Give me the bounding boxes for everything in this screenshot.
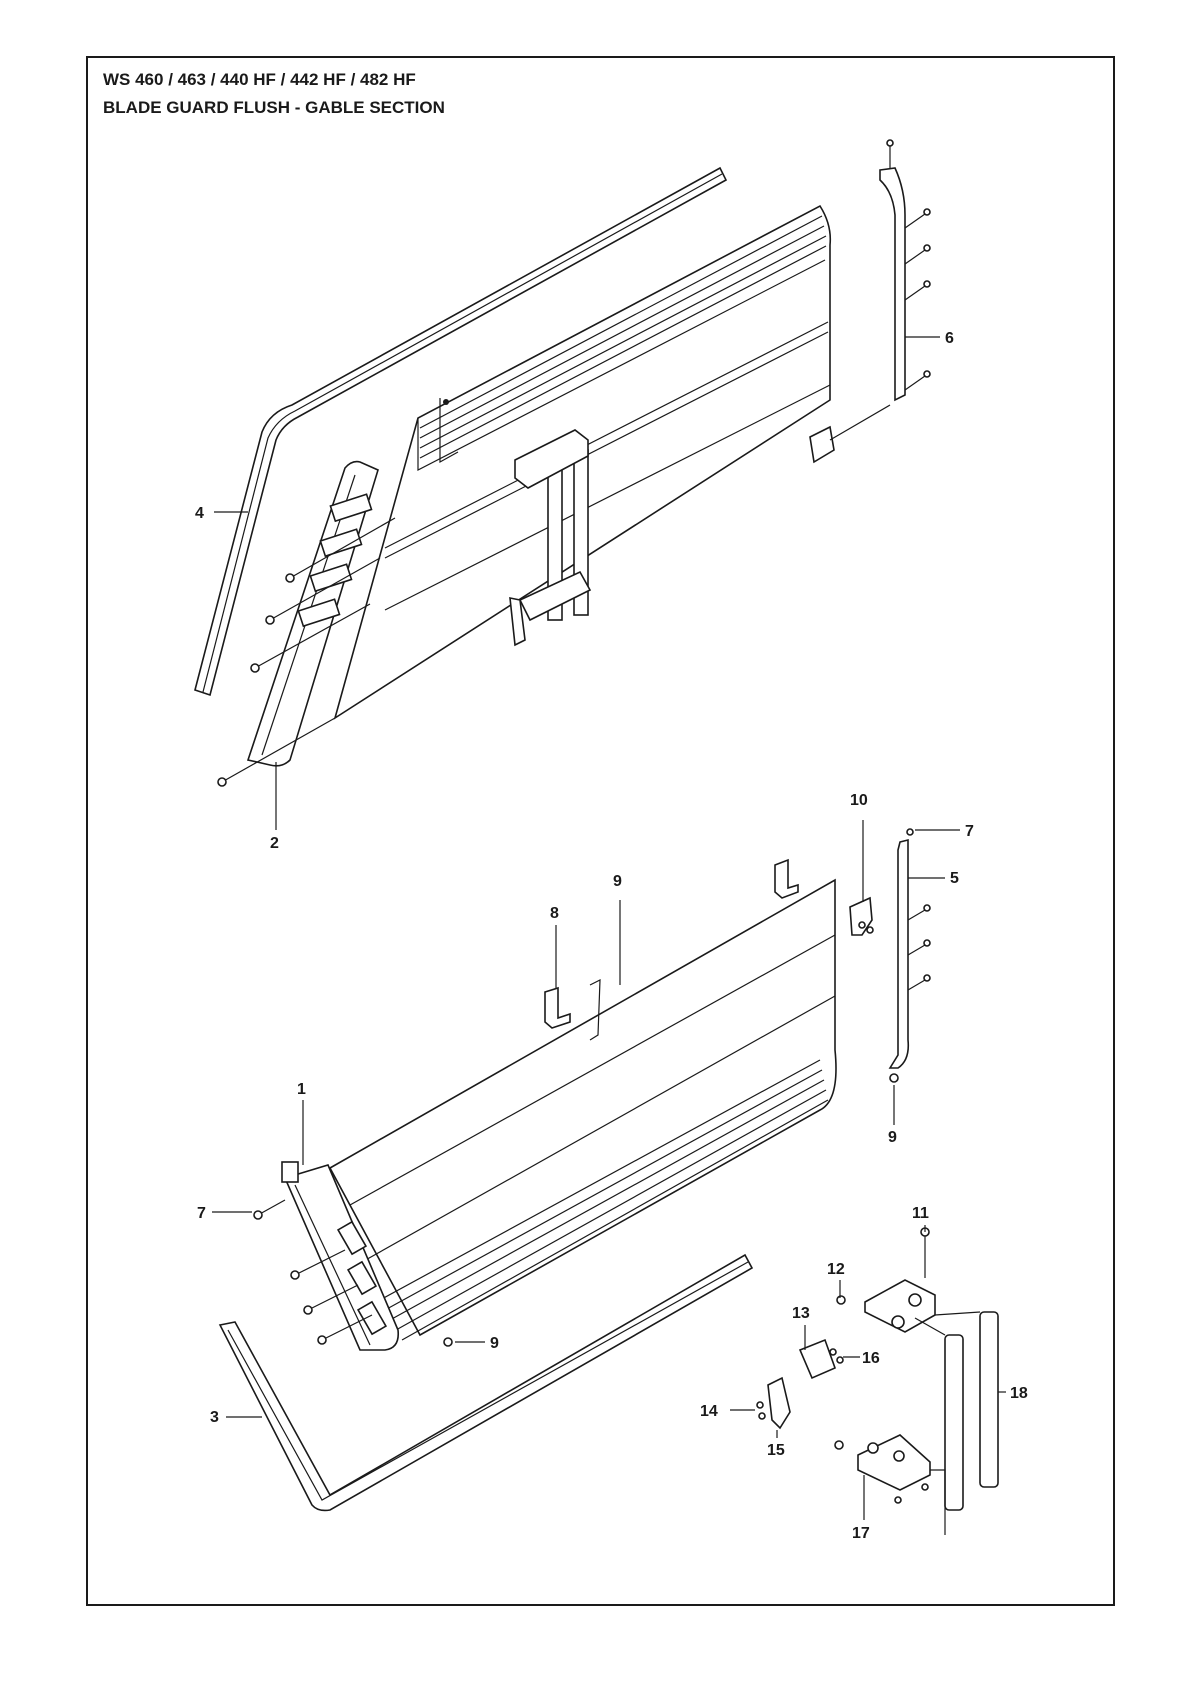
vertical-strip-part-6 <box>829 139 931 441</box>
callout-17: 17 <box>852 1525 870 1542</box>
pins-part-18 <box>914 1311 999 1511</box>
bracket-lower-upper-right <box>774 858 799 899</box>
vertical-strip-part-5 <box>888 828 931 1083</box>
hinge-plate-part-10 <box>849 896 874 936</box>
hinge-top-part-12 <box>836 1279 936 1333</box>
latch-part-15 <box>756 1376 791 1430</box>
screws-lower-left <box>253 1199 453 1347</box>
screws-upper-left <box>217 517 396 787</box>
callout-13: 13 <box>792 1305 810 1322</box>
callout-5: 5 <box>950 870 959 887</box>
callout-2: 2 <box>270 835 279 852</box>
latch-plate-part-13 <box>798 1338 844 1380</box>
end-cap-part-1 <box>281 1161 400 1351</box>
callout-6: 6 <box>945 330 954 347</box>
callout-8: 8 <box>550 905 559 922</box>
callout-9-right: 9 <box>888 1129 897 1146</box>
lower-guard-panel <box>328 878 837 1341</box>
callout-1: 1 <box>297 1081 306 1098</box>
section-title: BLADE GUARD FLUSH - GABLE SECTION <box>103 98 445 117</box>
screw-part-11 <box>920 1227 930 1278</box>
hinge-bottom-part-17 <box>834 1434 946 1535</box>
callout-10: 10 <box>850 792 868 809</box>
callout-12: 12 <box>827 1261 845 1278</box>
callout-7-lower: 7 <box>197 1205 206 1222</box>
callout-3: 3 <box>210 1409 219 1426</box>
callout-9-lower: 9 <box>490 1335 499 1352</box>
callout-11: 11 <box>912 1205 929 1222</box>
drawing-frame <box>86 56 1115 1606</box>
end-cap-part-2 <box>246 460 379 767</box>
bracket-upper-right <box>809 425 835 464</box>
seal-strip-part-3 <box>218 1253 754 1512</box>
seal-strip-part-4 <box>194 166 728 697</box>
callout-16: 16 <box>862 1350 880 1367</box>
hinge-assembly-upper <box>439 398 592 647</box>
model-line: WS 460 / 463 / 440 HF / 442 HF / 482 HF <box>103 70 416 89</box>
callout-18: 18 <box>1010 1385 1028 1402</box>
callout-7-upper: 7 <box>965 823 974 840</box>
callout-14: 14 <box>700 1403 718 1420</box>
callout-15: 15 <box>767 1442 785 1459</box>
bracket-part-8 <box>544 979 601 1041</box>
callout-9-upper: 9 <box>613 873 622 890</box>
callout-4: 4 <box>195 505 204 522</box>
